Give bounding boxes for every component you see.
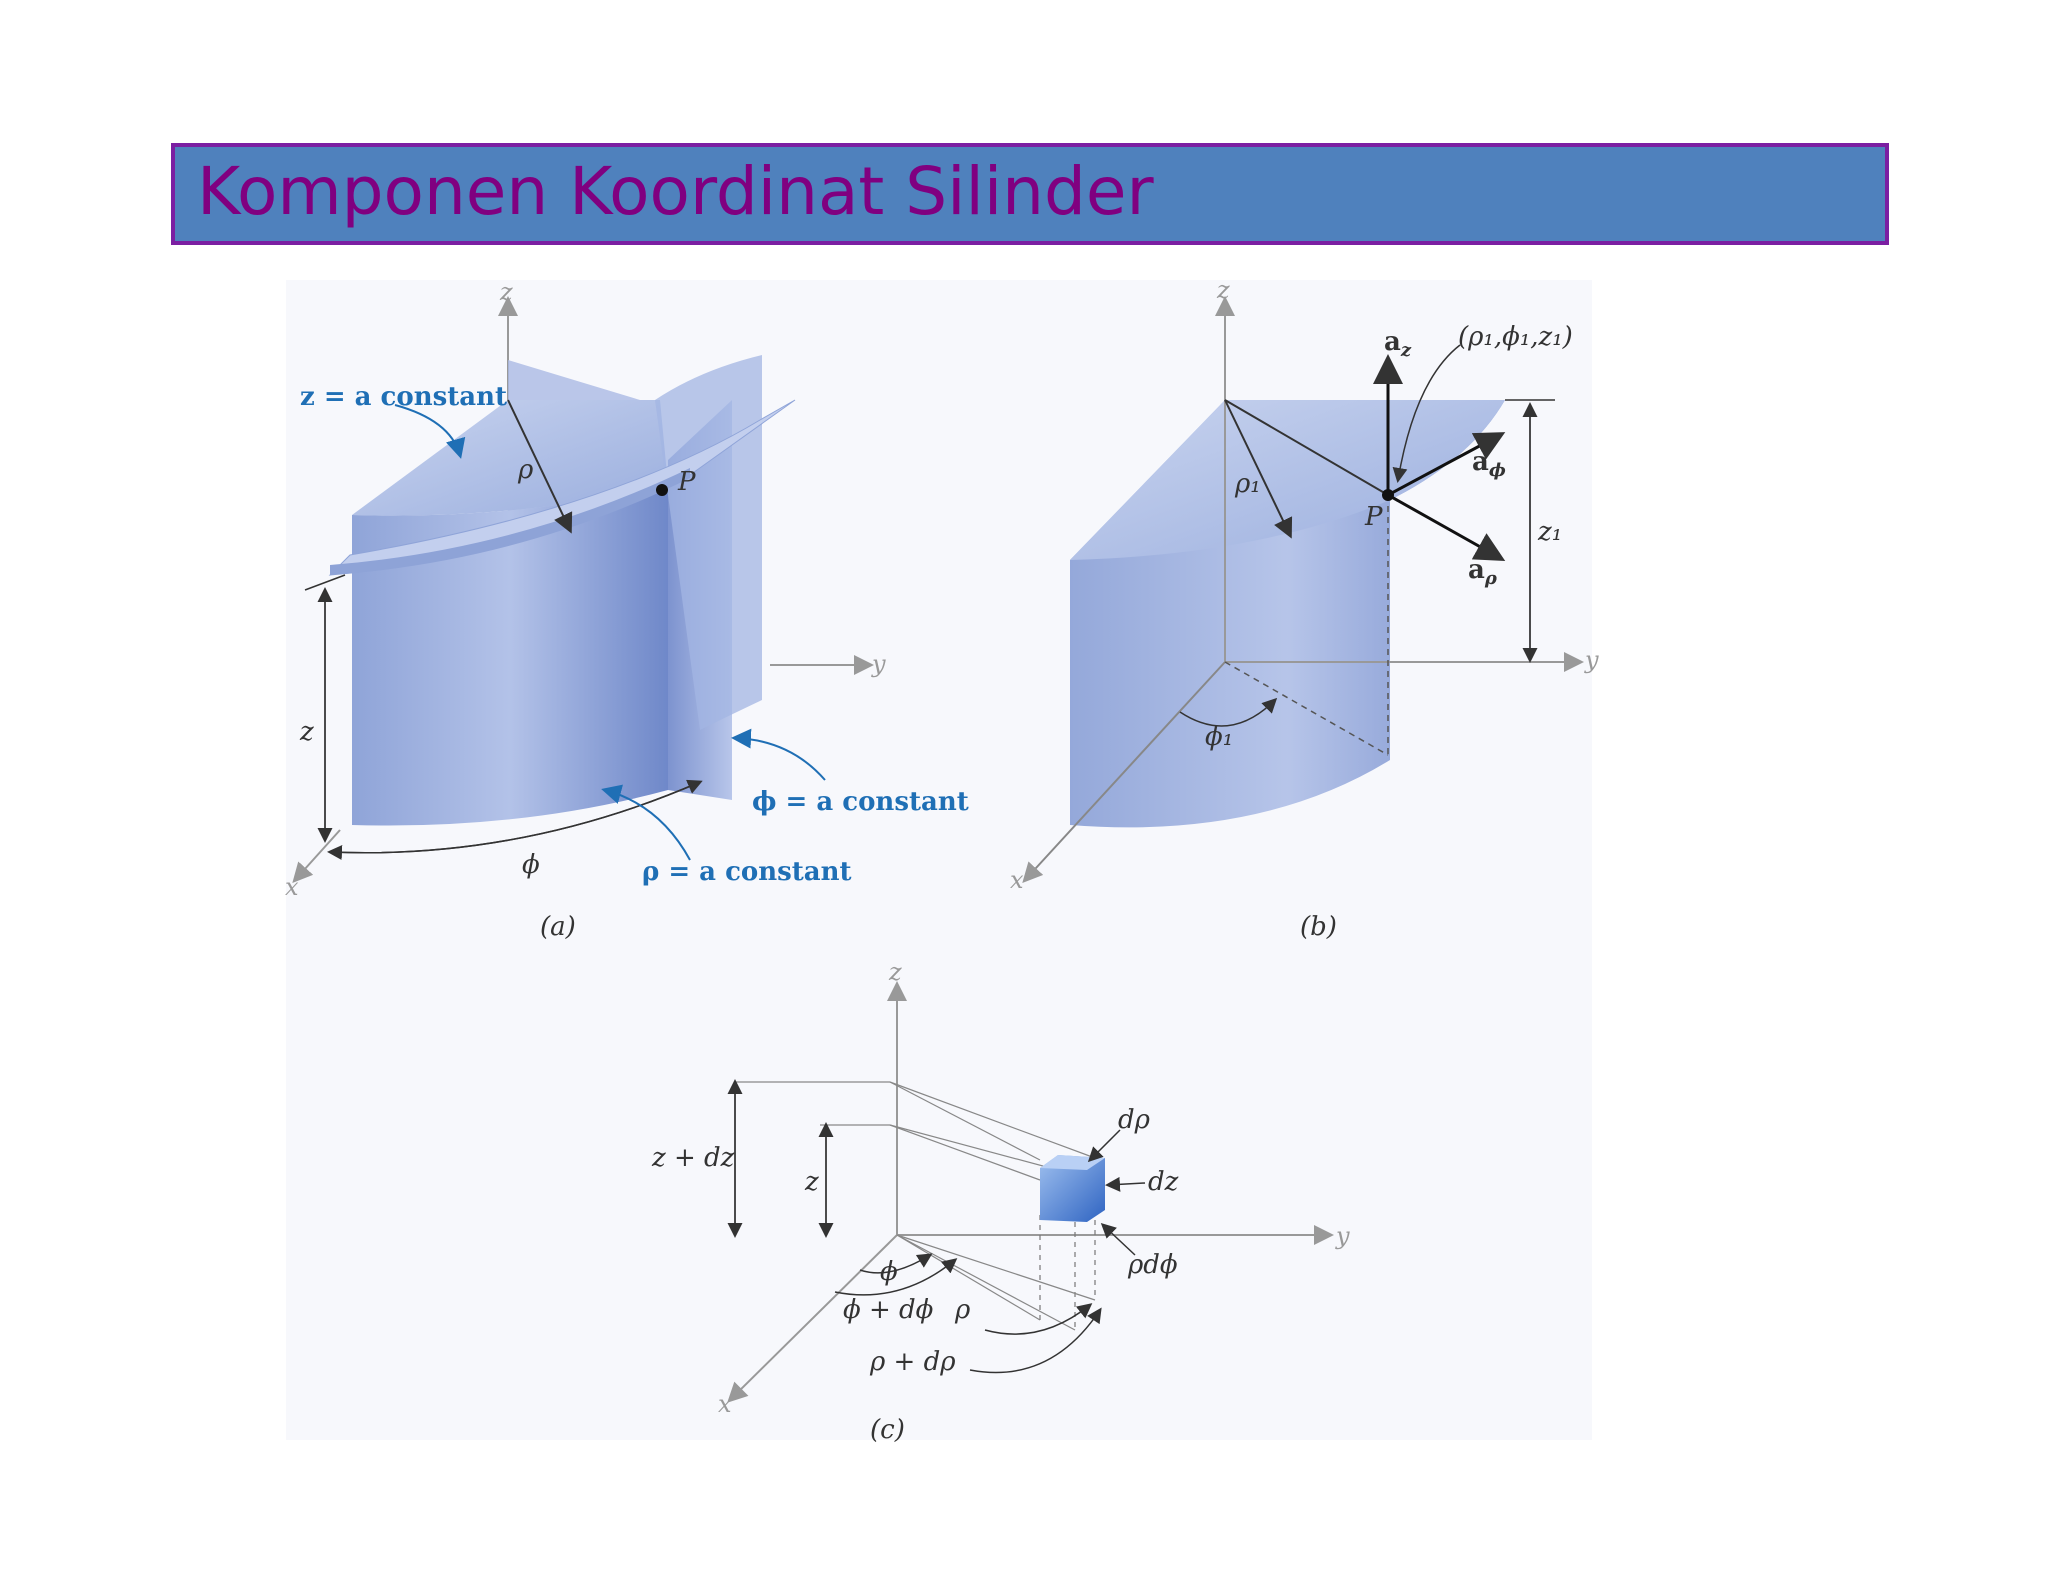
rhodphi-pointer <box>1100 1222 1136 1256</box>
page-title: Komponen Koordinat Silinder <box>197 153 1154 230</box>
rho1-arrow <box>1224 399 1293 539</box>
top-face-b <box>1070 400 1505 560</box>
aphi-vector <box>1387 432 1506 497</box>
phi-plus-dphi-label: ϕ + dϕ <box>843 1295 934 1325</box>
rhodphi-label: ρdϕ <box>1127 1250 1178 1280</box>
rho-plus-drho-label: ρ + dρ <box>869 1347 956 1377</box>
rho-drho-arc-c <box>969 1307 1102 1374</box>
y-axis-label-b: y <box>1584 646 1599 674</box>
phi-const-callout <box>731 728 826 781</box>
figure-b: (ρ₁,ϕ₁,z₁) az aϕ aρ ρ₁ P z₁ ϕ₁ x y z (b) <box>1010 276 1599 942</box>
x-axis-label-b: x <box>1010 866 1024 894</box>
dz-label: dz <box>1148 1167 1179 1197</box>
guide-line-c <box>889 1081 1041 1161</box>
caption-c: (c) <box>870 1415 905 1445</box>
rho-label-c: ρ <box>954 1295 971 1325</box>
x-axis-a <box>292 829 341 883</box>
z-constant-label: z = a constant <box>300 382 507 412</box>
z-axis-label-c: z <box>888 958 902 986</box>
volume-element <box>1040 1155 1105 1222</box>
rho-const-callout <box>601 784 691 861</box>
top-face-a <box>352 400 668 516</box>
point-p-label-b: P <box>1364 502 1383 532</box>
arho-vector <box>1387 493 1506 561</box>
curved-sheet-a <box>655 355 762 730</box>
z-const-callout <box>394 404 466 459</box>
z1-label: z₁ <box>1537 517 1562 547</box>
z-axis-label-b: z <box>1216 276 1230 304</box>
figure-c: dρ dz ρdϕ z + dz z ϕ ϕ + dϕ ρ ρ + dρ x y… <box>651 958 1350 1445</box>
coords-callout <box>1392 344 1461 483</box>
z-plus-dz-label: z + dz <box>651 1143 735 1173</box>
coords-label: (ρ₁,ϕ₁,z₁) <box>1458 322 1573 352</box>
rho-arc-c <box>984 1303 1093 1335</box>
radial-lines-c <box>896 1234 1041 1321</box>
rho-label-a: ρ <box>517 455 534 485</box>
x-axis-label-a: x <box>285 873 299 901</box>
drho-pointer <box>1087 1129 1121 1163</box>
rho-constant-surface <box>352 485 668 826</box>
x-axis-c <box>727 1234 898 1403</box>
x-axis-label-c: x <box>718 1390 732 1418</box>
z-label-a: z <box>299 717 314 747</box>
z-constant-plane-edge <box>330 468 690 575</box>
phi-arc-c <box>859 1253 933 1274</box>
rho-constant-label: ρ = a constant <box>642 857 852 887</box>
phi-label-a: ϕ <box>522 850 540 880</box>
z-label-c: z <box>804 1167 819 1197</box>
figure-a: z = a constant ϕ = a constant ρ = a cons… <box>285 278 969 942</box>
phi-dphi-arc-c <box>834 1258 958 1296</box>
arho-label: aρ <box>1468 555 1498 589</box>
rho-arrow-a <box>507 399 573 534</box>
rho1-label: ρ₁ <box>1234 469 1261 499</box>
phi1-label: ϕ₁ <box>1205 722 1233 752</box>
drho-label: dρ <box>1118 1105 1151 1135</box>
title-bar: Komponen Koordinat Silinder <box>171 143 1889 245</box>
z-axis-label-a: z <box>499 278 513 306</box>
phi-label-c: ϕ <box>880 1257 898 1287</box>
point-p-a <box>656 484 668 496</box>
caption-b: (b) <box>1300 912 1337 942</box>
caption-a: (a) <box>540 912 576 942</box>
az-label: az <box>1384 327 1412 361</box>
aphi-label: aϕ <box>1472 447 1506 481</box>
dz-pointer <box>1105 1176 1146 1192</box>
point-p-b <box>1382 489 1394 501</box>
y-axis-label-a: y <box>871 650 886 678</box>
phi1-arc <box>1179 697 1278 727</box>
x-axis-b <box>1022 661 1226 883</box>
y-axis-label-c: y <box>1335 1222 1350 1250</box>
point-p-label-a: P <box>677 467 696 497</box>
phi-constant-label: ϕ = a constant <box>752 787 969 817</box>
radial-line-b <box>1224 399 1389 496</box>
